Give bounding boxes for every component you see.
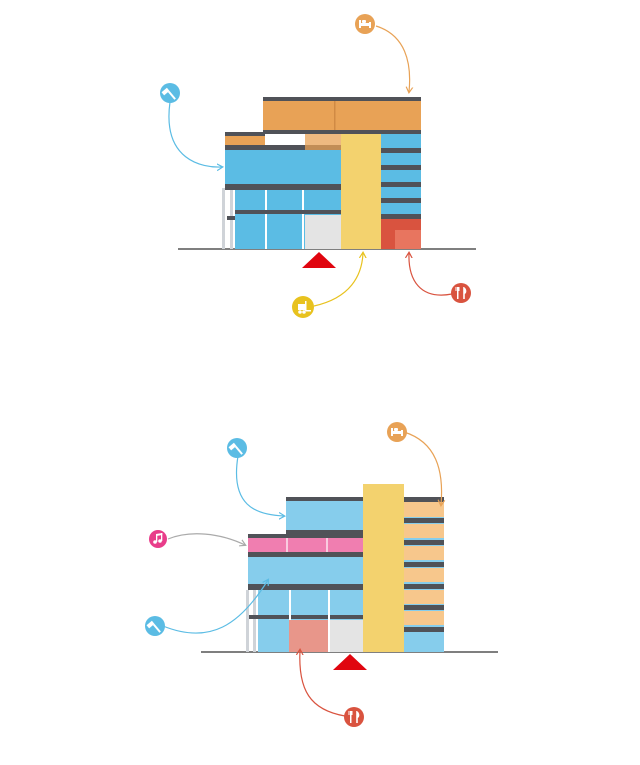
- forklift-icon: [292, 296, 314, 318]
- leader-arrow-workshop: [168, 101, 222, 167]
- entrance-triangle: [302, 252, 336, 268]
- living-stack: [404, 497, 444, 652]
- music-volume: [248, 534, 363, 552]
- bed-icon: [387, 422, 407, 442]
- elevation-top: [160, 14, 476, 318]
- leader-arrow-living: [403, 431, 442, 505]
- entrance-triangle: [333, 654, 367, 670]
- cutlery-icon: [451, 283, 471, 303]
- leader-arrow-restaurant: [300, 650, 346, 717]
- right-stack: [381, 134, 421, 249]
- workshop-volume: [248, 552, 363, 652]
- leader-arrow-workshop-lower: [162, 580, 268, 634]
- upper-workshop-volume: [286, 497, 363, 534]
- leader-arrow-restaurant: [409, 253, 453, 296]
- leader-arrow-workshop-upper: [236, 455, 284, 516]
- cutlery-icon: [344, 707, 364, 727]
- elevation-bottom: [145, 422, 498, 727]
- bed-icon: [355, 14, 375, 34]
- music-icon: [149, 530, 167, 548]
- hammer-icon: [227, 438, 247, 458]
- leader-arrow-music: [167, 533, 245, 545]
- hammer-icon: [145, 616, 165, 636]
- facade-structure: [246, 590, 261, 652]
- workshop-volume: [225, 132, 341, 249]
- leader-arrow-living: [375, 25, 410, 92]
- living-volume: [263, 97, 421, 150]
- facade-structure: [222, 188, 239, 249]
- leader-arrow-logistics: [313, 253, 363, 307]
- circulation-core: [363, 484, 404, 652]
- hammer-icon: [160, 83, 180, 103]
- circulation-core: [341, 134, 381, 249]
